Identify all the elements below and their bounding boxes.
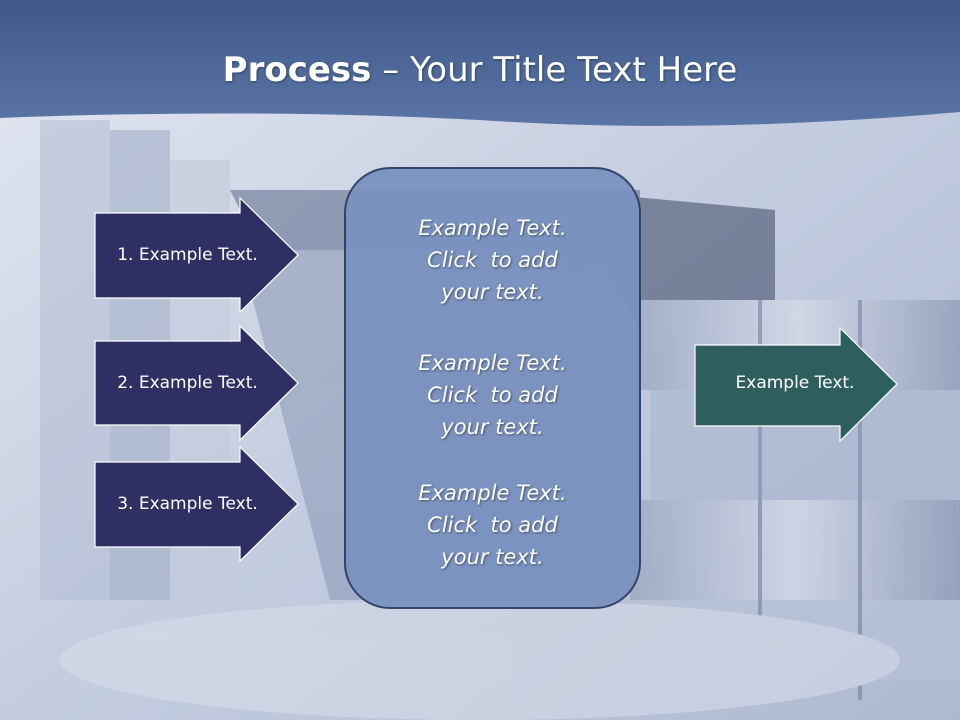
process-text-2-line-3: your text. <box>441 415 544 439</box>
process-text-3-line-1: Example Text. <box>418 481 567 505</box>
title-bold-part: Process <box>222 50 372 90</box>
input-arrow-2-label: 2. Example Text. <box>117 373 258 393</box>
process-text-1-line-2: Click to add <box>427 248 558 272</box>
output-arrow[interactable] <box>694 326 898 443</box>
process-box[interactable] <box>344 167 641 609</box>
process-text-3-line-3: your text. <box>441 545 544 569</box>
output-arrow-label: Example Text. <box>735 373 855 393</box>
process-text-1-line-3: your text. <box>441 280 544 304</box>
header-band <box>0 0 960 126</box>
process-text-block-2: Example Text. Click to add your text. <box>345 347 640 443</box>
input-arrow-2[interactable] <box>94 324 299 442</box>
input-arrow-1[interactable] <box>94 196 299 314</box>
process-text-1-line-1: Example Text. <box>418 216 567 240</box>
title-rest: Your Title Text Here <box>410 50 738 90</box>
process-text-block-1: Example Text. Click to add your text. <box>345 212 640 308</box>
input-arrow-3-label: 3. Example Text. <box>117 494 258 514</box>
process-text-block-3: Example Text. Click to add your text. <box>345 477 640 573</box>
input-arrow-1-label: 1. Example Text. <box>117 245 258 265</box>
process-text-2-line-2: Click to add <box>427 383 558 407</box>
slide-title[interactable]: Process – Your Title Text Here <box>0 50 960 90</box>
input-arrow-3[interactable] <box>94 445 299 563</box>
process-text-2-line-1: Example Text. <box>418 351 567 375</box>
title-separator: – <box>371 50 411 90</box>
process-text-3-line-2: Click to add <box>427 513 558 537</box>
